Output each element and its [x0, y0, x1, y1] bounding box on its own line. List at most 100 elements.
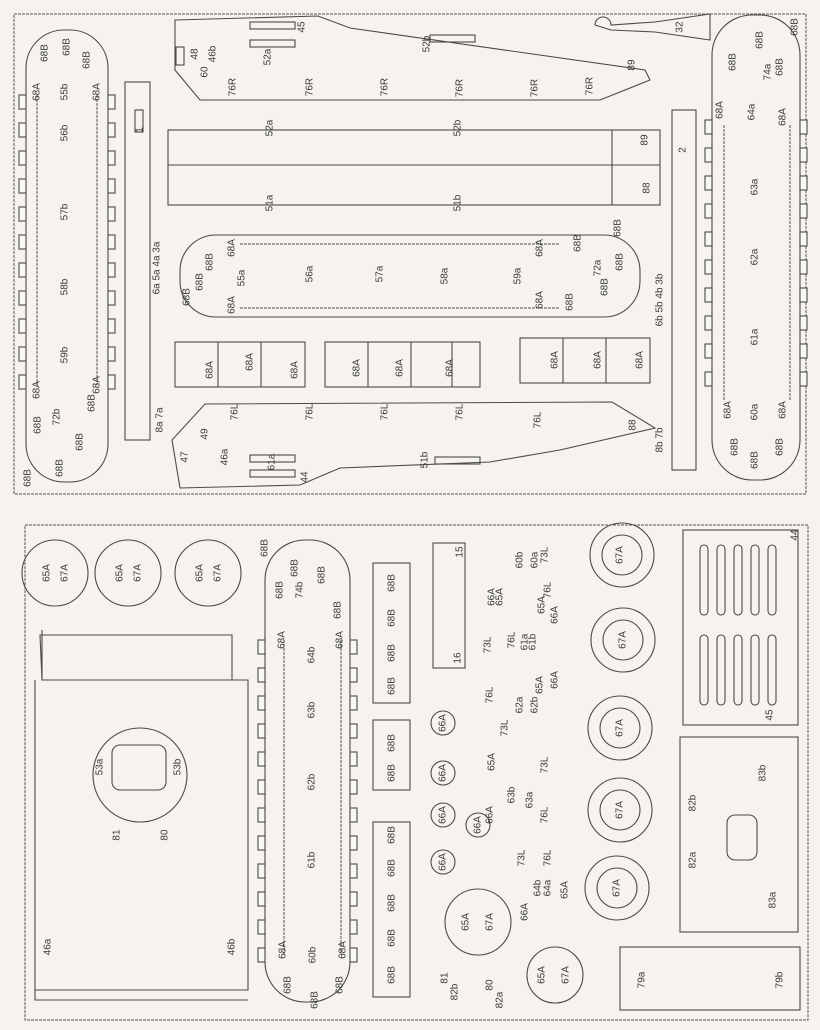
tab-notch: [349, 779, 358, 795]
part-label: 68B: [82, 51, 93, 69]
tab-notch: [704, 119, 713, 135]
part-label: 68B: [387, 764, 398, 782]
part-label: 83b: [758, 764, 769, 781]
part-label: 67A: [618, 631, 629, 649]
part-label: 68A: [335, 631, 346, 649]
part-label: 53a: [95, 758, 106, 775]
track-piece-mid: [179, 234, 641, 318]
part-label: 67A: [561, 966, 572, 984]
part-label: 73L: [500, 719, 511, 736]
part-label: 81: [112, 829, 123, 841]
part-label: 64a: [543, 879, 554, 896]
tab-notch: [349, 751, 358, 767]
part-label: 68B: [62, 38, 73, 56]
part-label: 68B: [75, 433, 86, 451]
part-label: 80: [485, 979, 496, 991]
tab-notch: [704, 231, 713, 247]
tab-notch: [799, 119, 808, 135]
tab-notch: [107, 262, 116, 278]
part-label: 82b: [688, 794, 699, 811]
part-label: 63a: [750, 178, 761, 195]
part-label: 63b: [507, 786, 518, 803]
track-piece-right: [711, 14, 801, 481]
part-label: 68B: [613, 219, 624, 237]
part-label: 46b: [227, 938, 238, 955]
part-label: 58a: [440, 267, 451, 284]
tab-notch: [349, 723, 358, 739]
part-label: 68A: [550, 351, 561, 369]
part-label: 73L: [540, 546, 551, 563]
tab-notch: [257, 863, 266, 879]
slot: [249, 21, 296, 30]
tab-notch: [107, 150, 116, 166]
part-label: 72b: [52, 408, 63, 425]
part-label: 68A: [227, 239, 238, 257]
part-label: 68B: [205, 253, 216, 271]
tab-notch: [799, 175, 808, 191]
part-label: 60a: [750, 403, 761, 420]
part-label: 57b: [60, 203, 71, 220]
part-label: 45: [765, 709, 776, 721]
part-label: 65A: [560, 881, 571, 899]
part-label: 67A: [612, 879, 623, 897]
part-label: 61b: [307, 851, 318, 868]
plank: [167, 129, 661, 206]
part-label: 79b: [775, 971, 786, 988]
part-label: 62a: [750, 248, 761, 265]
part-label: 2: [678, 147, 689, 153]
part-label: 45: [297, 21, 308, 33]
part-label: 51a: [265, 194, 276, 211]
part-label: 68A: [395, 359, 406, 377]
part-label: 68A: [635, 351, 646, 369]
hatch-opening: [726, 814, 758, 861]
part-label: 64a: [747, 103, 758, 120]
base-plate: [34, 630, 249, 1001]
part-label: 82b: [450, 983, 461, 1000]
part-label: 68B: [310, 991, 321, 1009]
block-row-68A: [174, 337, 651, 388]
part-label: 68B: [317, 566, 328, 584]
part-label: 68B: [565, 293, 576, 311]
part-label: 76R: [228, 78, 239, 96]
part-label: 82a: [495, 991, 506, 1008]
tab-notch: [704, 203, 713, 219]
part-label: 60: [200, 66, 211, 78]
disc-65A-67A: [444, 888, 512, 956]
part-label: 56b: [60, 124, 71, 141]
part-label: 74b: [295, 581, 306, 598]
hull-left-side: [171, 401, 657, 489]
part-label: 68B: [335, 976, 346, 994]
tab-notch: [18, 178, 27, 194]
part-label: 62b: [530, 696, 541, 713]
part-label: 61b: [528, 633, 539, 650]
tab-notch: [349, 667, 358, 683]
part-label: 52a: [263, 48, 274, 65]
tab-notch: [349, 919, 358, 935]
part-label: 76L: [543, 581, 554, 598]
part-label: 51b: [420, 451, 431, 468]
part-label: 66A: [487, 588, 498, 606]
part-label: 65A: [195, 564, 206, 582]
part-label: 67A: [615, 801, 626, 819]
tab-notch: [799, 259, 808, 275]
tab-notch: [18, 94, 27, 110]
tab-notch: [349, 863, 358, 879]
part-label: 76L: [507, 631, 518, 648]
part-label: 76L: [485, 686, 496, 703]
part-label: 60b: [308, 946, 319, 963]
hull-right-side: [174, 15, 651, 101]
part-label: 46b: [208, 45, 219, 62]
slot: [249, 39, 296, 48]
part-label: 65A: [487, 753, 498, 771]
part-label: 68B: [55, 459, 66, 477]
tab-notch: [799, 315, 808, 331]
tab-notch: [18, 374, 27, 390]
tab-notch: [349, 891, 358, 907]
part-label: 76R: [585, 77, 596, 95]
tab-notch: [799, 287, 808, 303]
part-label: 6a 5a 4a 3a: [152, 241, 163, 294]
part-label: 68A: [278, 941, 289, 959]
part-label: 68A: [32, 83, 43, 101]
part-label: 76L: [380, 403, 391, 420]
